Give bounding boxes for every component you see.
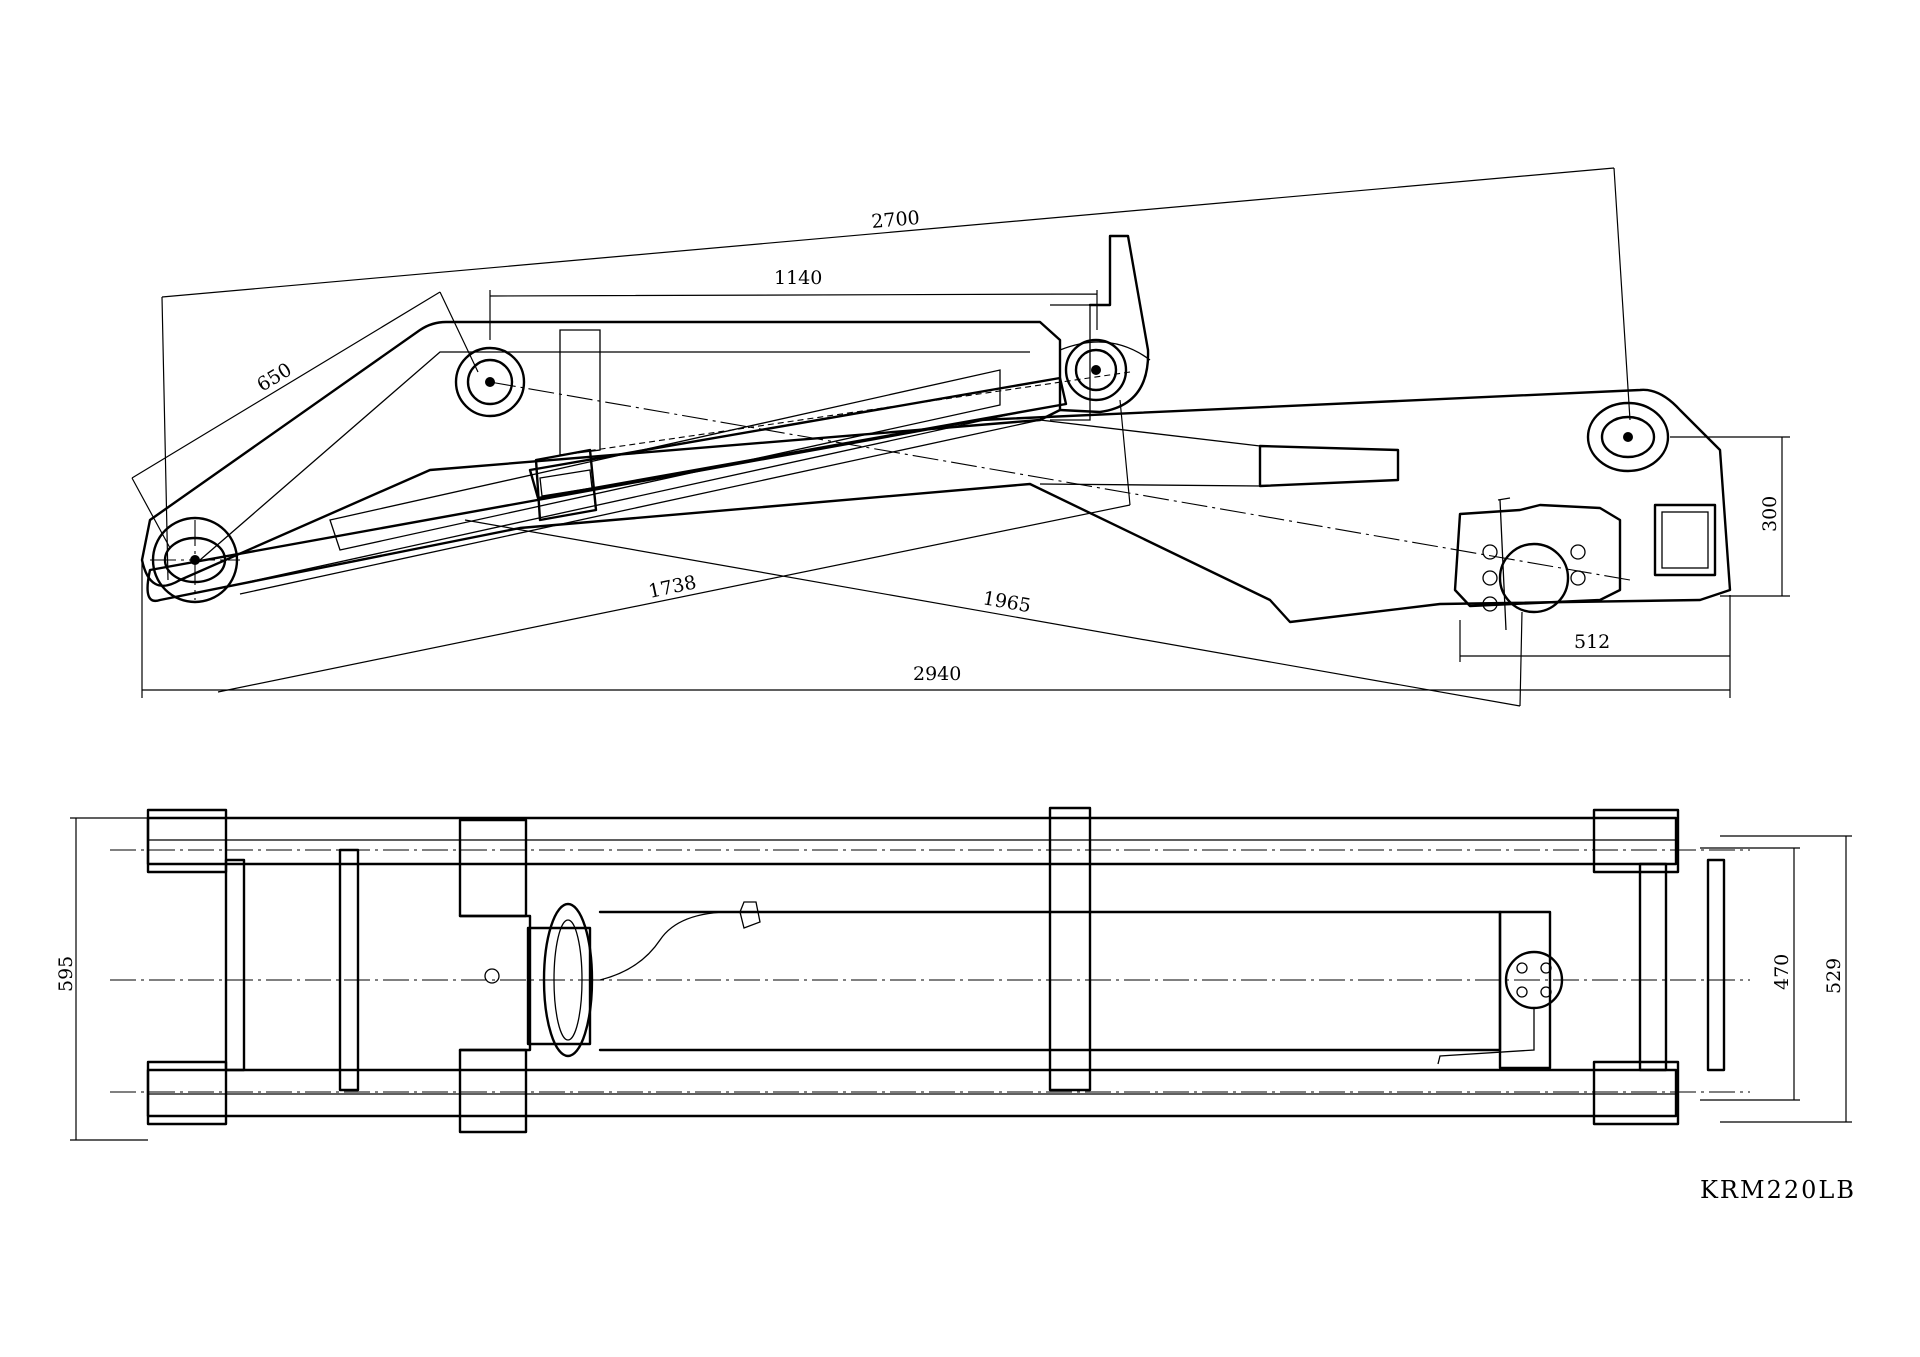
- lower-arm-rail: [239, 409, 1041, 595]
- rear-mount: [1437, 910, 1564, 1070]
- hydraulic-hose: [599, 901, 761, 981]
- cross-member-right: [1638, 858, 1726, 1072]
- upper-bracket-plate: [1050, 304, 1091, 421]
- dim-2940: 2940: [913, 663, 961, 685]
- top-rail: [146, 806, 1680, 1092]
- upper-arm-inner-edge: [199, 351, 1030, 561]
- extension-boom: [1258, 444, 1400, 488]
- cylinder-gland: [559, 329, 601, 456]
- bottom-rail: [146, 1048, 1680, 1134]
- dim-1140: 1140: [774, 267, 822, 289]
- top-dimensions: [70, 817, 1852, 1141]
- end-head: [1453, 497, 1717, 631]
- right-pivot: [1586, 401, 1670, 473]
- cylinder-rod: [539, 469, 593, 497]
- lower-arm: [146, 388, 1732, 624]
- side-view: 2700 1140 650 1738 1965 2940 512 300: [131, 167, 1790, 707]
- top-view: 595 470 529: [55, 806, 1852, 1141]
- hidden-cylinder: [559, 371, 1131, 456]
- dim-300: 300: [1759, 496, 1781, 532]
- cylinder-barrel: [528, 376, 1068, 500]
- body-frame: [458, 910, 1502, 1052]
- dim-512: 512: [1574, 631, 1610, 653]
- top-rail-centerline: [110, 849, 1750, 1093]
- cylinder-pin: [454, 346, 526, 418]
- extension-link: [1039, 419, 1261, 487]
- model-label: KRM220LB: [1700, 1176, 1856, 1204]
- cross-member-left: [224, 848, 360, 1092]
- dim-650: 650: [253, 359, 295, 397]
- side-dimensions: [131, 167, 1790, 707]
- upper-arm-stiffener: [329, 369, 1001, 551]
- dim-1738: 1738: [646, 571, 698, 603]
- upper-pin: [1059, 338, 1151, 402]
- dim-470: 470: [1771, 954, 1793, 990]
- centerline-main: [489, 381, 1631, 581]
- dim-529: 529: [1823, 958, 1845, 994]
- dim-2700: 2700: [871, 207, 921, 233]
- upper-bracket: [1058, 234, 1150, 414]
- dim-595: 595: [55, 956, 77, 992]
- centerline-pivot: [150, 520, 240, 600]
